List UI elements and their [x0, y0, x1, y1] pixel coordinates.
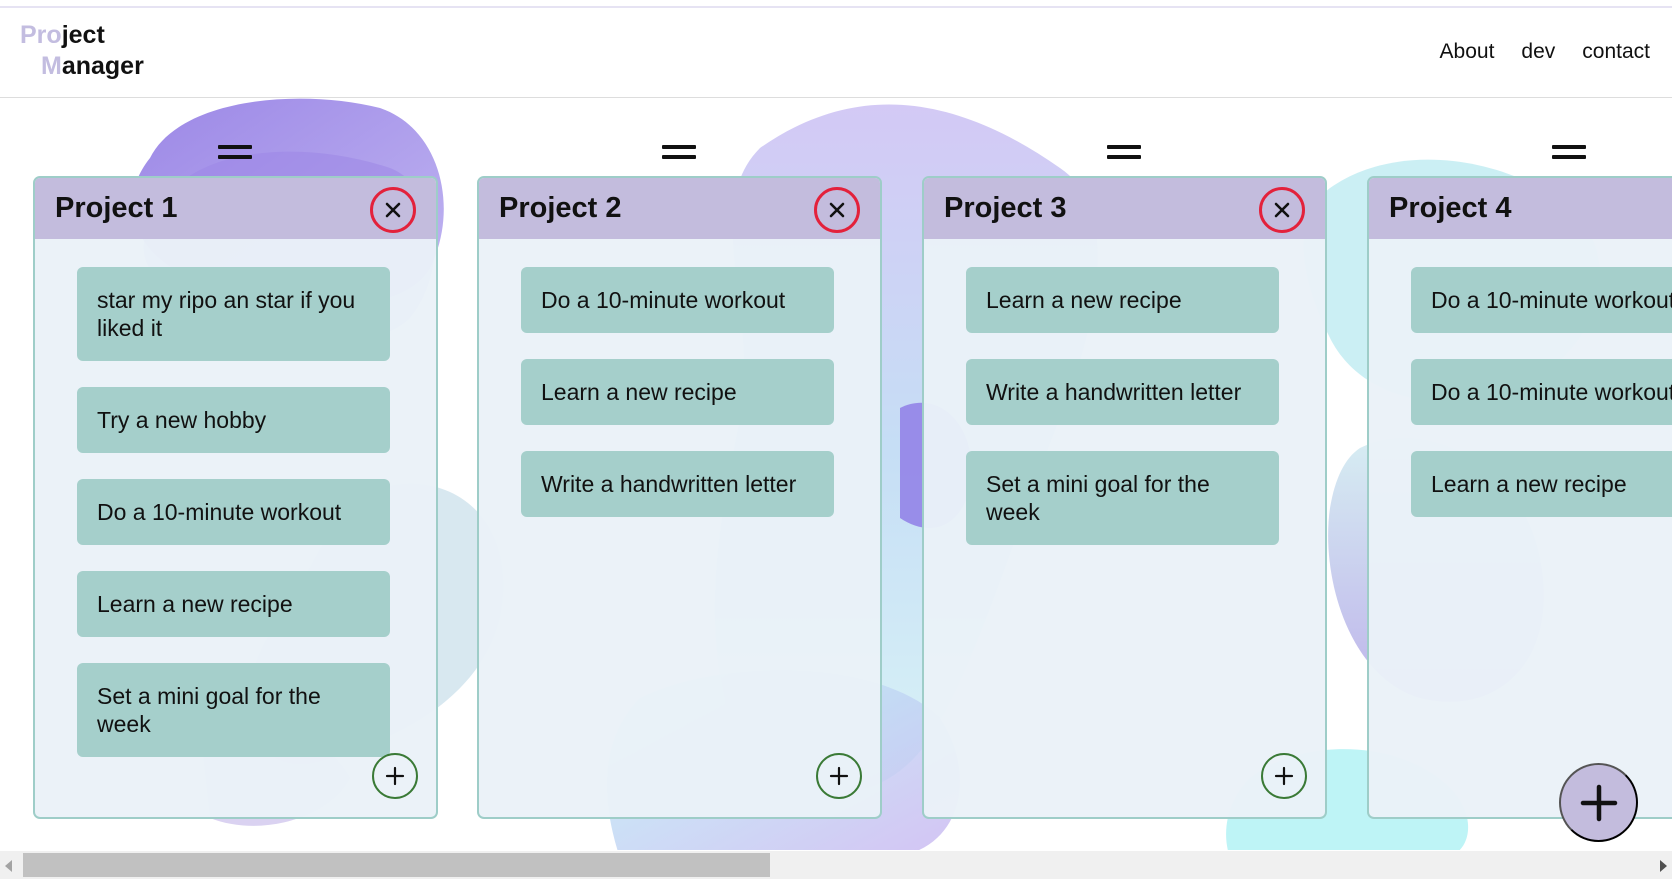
logo-faded-part: M	[41, 52, 62, 80]
task-card[interactable]: Try a new hobby	[77, 387, 390, 453]
task-card[interactable]: Learn a new recipe	[966, 267, 1279, 333]
project-card-header: Project 4	[1369, 178, 1672, 239]
add-task-button[interactable]	[372, 753, 418, 799]
project-column: Project 1 star my ripo an star if you li…	[33, 98, 438, 822]
task-card[interactable]: Do a 10-minute workout	[1411, 267, 1672, 333]
task-card[interactable]: Do a 10-minute workout	[77, 479, 390, 545]
nav-link-contact[interactable]: contact	[1582, 40, 1650, 63]
project-title: Project 1	[55, 192, 178, 224]
task-list: star my ripo an star if you liked it Try…	[77, 267, 390, 783]
nav-links: About dev contact	[1440, 40, 1650, 64]
add-task-button[interactable]	[816, 753, 862, 799]
drag-handle-icon[interactable]	[218, 145, 252, 160]
project-card-header: Project 3	[924, 178, 1325, 239]
task-card[interactable]: Write a handwritten letter	[521, 451, 834, 517]
task-list: Learn a new recipe Write a handwritten l…	[966, 267, 1279, 571]
scroll-right-icon[interactable]	[1660, 860, 1667, 872]
project-title: Project 4	[1389, 192, 1512, 224]
task-card[interactable]: Learn a new recipe	[521, 359, 834, 425]
task-card[interactable]: Do a 10-minute workout	[1411, 359, 1672, 425]
app-logo[interactable]: Project Manager	[20, 20, 144, 82]
project-column: Project 3 Learn a new recipe Write a han…	[922, 98, 1327, 822]
scroll-left-icon[interactable]	[5, 860, 12, 872]
horizontal-scrollbar[interactable]	[0, 851, 1672, 879]
drag-handle-icon[interactable]	[662, 145, 696, 160]
nav-link-about[interactable]: About	[1439, 40, 1495, 63]
close-icon	[1274, 202, 1290, 218]
delete-project-button[interactable]	[1259, 187, 1305, 233]
task-card[interactable]: Set a mini goal for the week	[77, 663, 390, 757]
logo-text-part: ject	[61, 21, 105, 49]
drag-handle-icon[interactable]	[1107, 145, 1141, 160]
close-icon	[829, 202, 845, 218]
drag-handle-icon[interactable]	[1552, 145, 1586, 160]
project-card: Project 4 Do a 10-minute workout Do a 10…	[1367, 176, 1672, 819]
project-column: Project 2 Do a 10-minute workout Learn a…	[477, 98, 882, 822]
logo-faded-part: Pro	[20, 21, 62, 49]
scroll-thumb[interactable]	[23, 853, 770, 877]
board-canvas: Project 1 star my ripo an star if you li…	[0, 98, 1672, 850]
task-card[interactable]: Set a mini goal for the week	[966, 451, 1279, 545]
task-card[interactable]: Learn a new recipe	[77, 571, 390, 637]
task-card[interactable]: Write a handwritten letter	[966, 359, 1279, 425]
project-title: Project 3	[944, 192, 1067, 224]
task-list: Do a 10-minute workout Do a 10-minute wo…	[1411, 267, 1672, 543]
close-icon	[385, 202, 401, 218]
navbar: Project Manager About dev contact	[0, 8, 1672, 98]
project-card-header: Project 1	[35, 178, 436, 239]
plus-icon	[1580, 784, 1617, 821]
project-card-header: Project 2	[479, 178, 880, 239]
plus-icon	[385, 766, 405, 786]
project-card: Project 1 star my ripo an star if you li…	[33, 176, 438, 819]
add-task-button[interactable]	[1261, 753, 1307, 799]
task-card[interactable]: Learn a new recipe	[1411, 451, 1672, 517]
plus-icon	[829, 766, 849, 786]
add-project-button[interactable]	[1559, 763, 1638, 842]
nav-link-dev[interactable]: dev	[1521, 40, 1556, 63]
delete-project-button[interactable]	[814, 187, 860, 233]
task-card[interactable]: Do a 10-minute workout	[521, 267, 834, 333]
project-card: Project 3 Learn a new recipe Write a han…	[922, 176, 1327, 819]
project-card: Project 2 Do a 10-minute workout Learn a…	[477, 176, 882, 819]
task-list: Do a 10-minute workout Learn a new recip…	[521, 267, 834, 543]
delete-project-button[interactable]	[370, 187, 416, 233]
task-card[interactable]: star my ripo an star if you liked it	[77, 267, 390, 361]
top-border	[0, 6, 1672, 8]
logo-text-part: anager	[61, 52, 144, 80]
project-title: Project 2	[499, 192, 622, 224]
project-column: Project 4 Do a 10-minute workout Do a 10…	[1367, 98, 1672, 822]
plus-icon	[1274, 766, 1294, 786]
